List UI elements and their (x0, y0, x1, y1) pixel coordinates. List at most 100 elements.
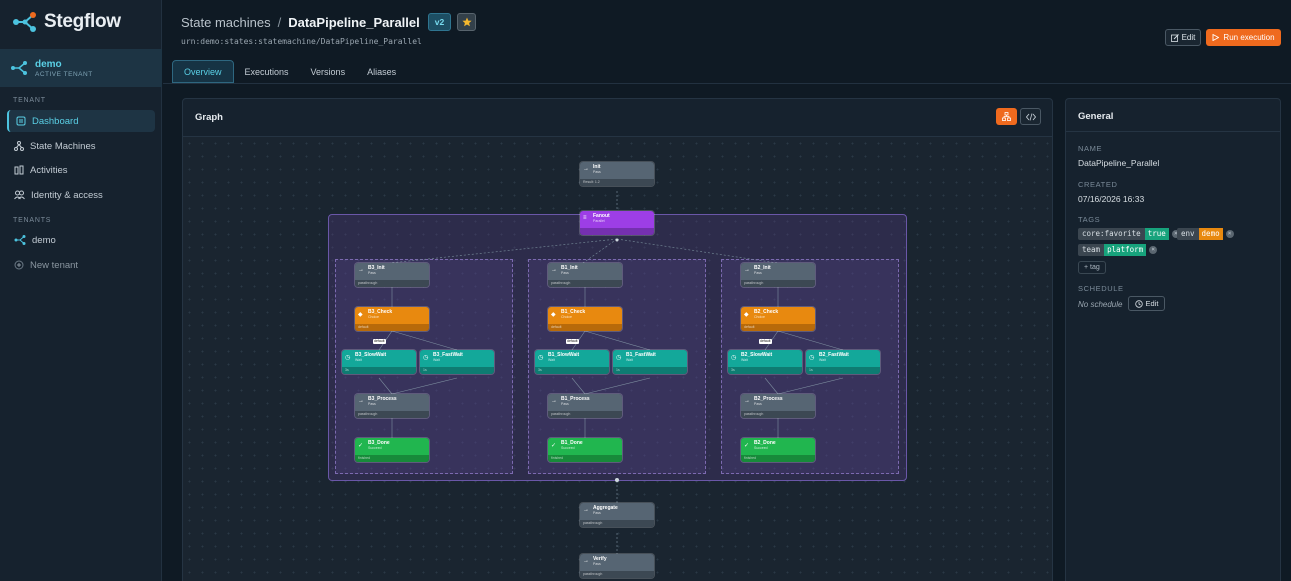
tag-value: platform (1104, 244, 1147, 256)
graph-card: Graph (182, 98, 1053, 581)
tab-overview[interactable]: Overview (172, 60, 234, 83)
wait-clock-icon: ◷ (809, 355, 815, 361)
graph-canvas[interactable]: → Init Pass Result: 1.2 ≡ Fanout Paralle… (183, 137, 1052, 581)
run-execution-button[interactable]: Run execution (1206, 29, 1281, 46)
node-footer: finished (741, 455, 815, 462)
breadcrumb-state-machines[interactable]: State machines (181, 14, 271, 30)
node-name: B2_Process (754, 396, 783, 402)
sidebar-item-activities[interactable]: Activities (7, 159, 155, 181)
favorite-button[interactable] (457, 13, 477, 31)
sidebar-tenant-label: demo (32, 234, 56, 246)
node-footer: finished (355, 455, 429, 462)
wait-clock-icon: ◷ (731, 355, 737, 361)
choice-icon: ◆ (551, 312, 556, 318)
state-machines-icon (14, 141, 24, 151)
check-icon: ✓ (358, 443, 364, 449)
node-type: Wait (433, 358, 440, 362)
sidebar-item-label: Identity & access (31, 189, 103, 201)
node-aggregate[interactable]: → Aggregate Pass passthrough (580, 503, 654, 527)
name-label: NAME (1078, 144, 1103, 153)
sidebar-item-identity-access[interactable]: Identity & access (7, 184, 155, 206)
remove-tag-icon[interactable]: × (1149, 246, 1158, 254)
node-name: B2_Done (754, 440, 776, 446)
brand-logo[interactable]: Stegflow (12, 11, 121, 33)
schedule-edit-label: Edit (1145, 299, 1159, 308)
node-footer: 1s (613, 367, 687, 374)
play-icon (1212, 34, 1220, 41)
node-name: Verify (593, 556, 607, 562)
breadcrumb-separator: / (277, 14, 282, 30)
node-verify[interactable]: → Verify Pass passthrough (580, 554, 654, 578)
edit-icon (1170, 33, 1179, 42)
node-footer: passthrough (580, 520, 654, 527)
new-tenant-button[interactable]: New tenant (7, 254, 155, 276)
node-footer: passthrough (741, 280, 815, 287)
parallel-group (328, 214, 907, 481)
pass-arrow-icon: → (583, 166, 589, 172)
sidebar-item-label: State Machines (30, 140, 96, 152)
main-content: State machines / DataPipeline_Parallel v… (163, 0, 1291, 581)
node-type: Pass (593, 170, 601, 174)
node-footer: passthrough (741, 411, 815, 418)
sidebar-item-state-machines[interactable]: State Machines (7, 135, 155, 157)
tab-aliases[interactable]: Aliases (367, 66, 397, 77)
node-name: B1_FastWait (626, 352, 656, 358)
node-footer: default (741, 324, 815, 331)
tab-versions[interactable]: Versions (310, 66, 346, 77)
node-name: B3_SlowWait (355, 352, 387, 358)
sidebar-tenant-demo[interactable]: demo (7, 229, 155, 251)
active-tenant-card[interactable]: demo ACTIVE TENANT (0, 49, 162, 87)
default-edge-label: default (373, 339, 386, 344)
schedule-value: No schedule (1078, 300, 1123, 309)
node-name: B3_Done (368, 440, 390, 446)
remove-tag-icon[interactable]: × (1225, 230, 1234, 238)
graph-view-button[interactable] (996, 108, 1017, 125)
graph-icon (1002, 112, 1011, 121)
node-name: B3_Check (368, 309, 393, 315)
node-type: Wait (626, 358, 633, 362)
edit-button[interactable]: Edit (1165, 29, 1201, 46)
sidebar-item-label: Activities (30, 164, 68, 176)
node-name: B2_SlowWait (741, 352, 773, 358)
node-footer: passthrough (580, 571, 654, 578)
remove-tag-icon[interactable]: × (1171, 230, 1180, 238)
tab-executions[interactable]: Executions (244, 66, 289, 77)
tag-value: demo (1198, 228, 1223, 240)
schedule-edit-button[interactable]: Edit (1128, 296, 1165, 311)
page-header: State machines / DataPipeline_Parallel v… (163, 0, 1291, 84)
node-footer: passthrough (548, 280, 622, 287)
node-name: B1_Done (561, 440, 583, 446)
wait-clock-icon: ◷ (616, 355, 622, 361)
name-value: DataPipeline_Parallel (1078, 158, 1160, 168)
sidebar-item-dashboard[interactable]: Dashboard (7, 110, 155, 132)
dashboard-icon (16, 116, 26, 126)
node-init[interactable]: → Init Pass Result: 1.2 (580, 162, 654, 186)
add-tag-button[interactable]: + tag (1078, 261, 1106, 274)
node-type: Pass (368, 271, 376, 275)
tag-core-favorite: core:favorite true × (1078, 228, 1180, 240)
node-name: B2_Init (754, 265, 771, 271)
node-name: Fanout (593, 213, 610, 219)
code-view-button[interactable] (1020, 108, 1041, 125)
node-fanout[interactable]: ≡ Fanout Parallel (580, 211, 654, 235)
tag-value: true (1144, 228, 1169, 240)
general-card: General NAME DataPipeline_Parallel CREAT… (1065, 98, 1281, 581)
